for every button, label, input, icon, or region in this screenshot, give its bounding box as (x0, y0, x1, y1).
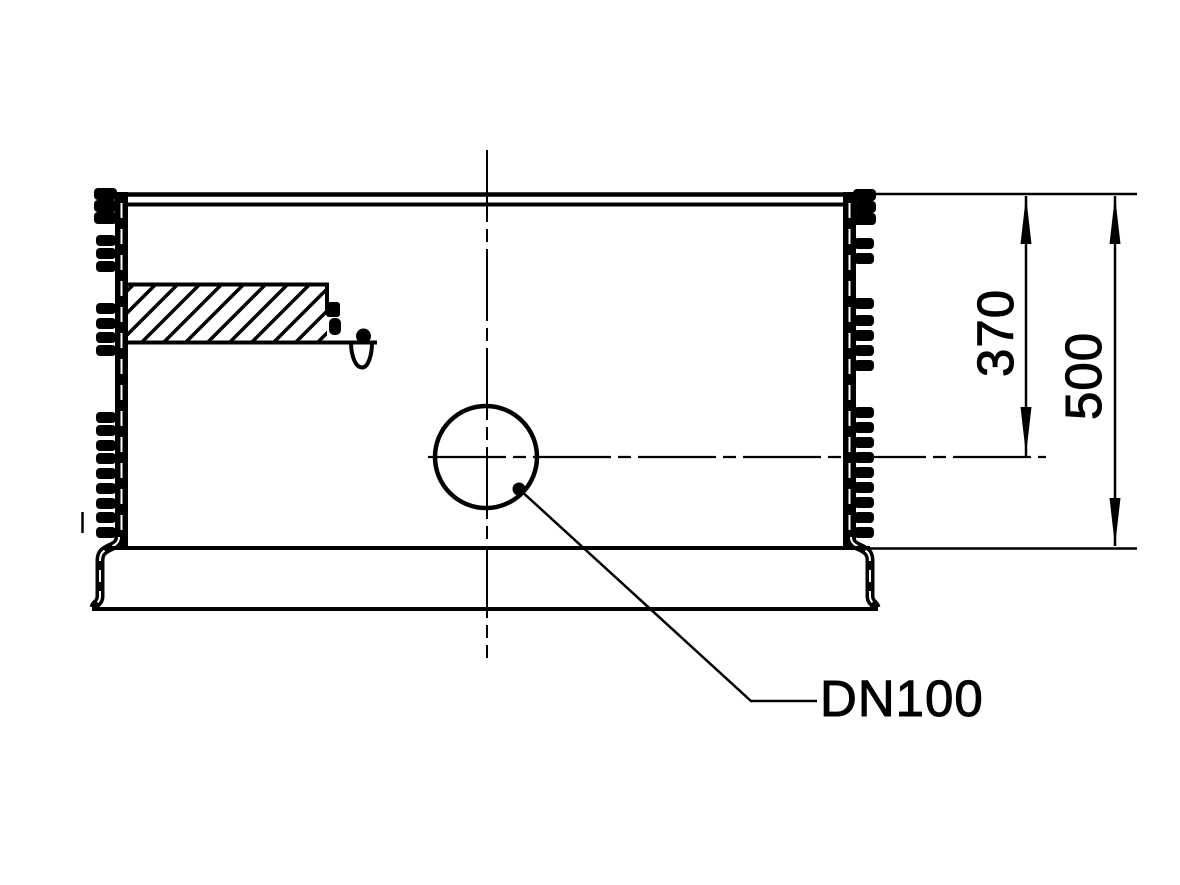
arrowhead-up (1020, 196, 1032, 244)
seal-step-block (329, 318, 341, 335)
arrowhead-up (1109, 196, 1121, 244)
dimension-370 (856, 192, 1137, 456)
lip-seal-detail (326, 302, 374, 370)
dn100-opening-circle (432, 403, 540, 511)
seal-step-block (326, 302, 340, 317)
corrugation-rib (853, 201, 876, 213)
corrugation-rib (96, 412, 116, 423)
left-corrugated-wall (94, 188, 128, 548)
corrugation-rib (94, 212, 117, 224)
leader-line (518, 488, 817, 703)
corrugation-rib (854, 467, 874, 478)
corrugation-rib (94, 188, 117, 200)
dn100-label: DN100 (820, 670, 984, 727)
corrugation-rib (854, 482, 874, 493)
arrowhead-down (1020, 407, 1032, 455)
dim-label-500: 500 (1055, 332, 1112, 420)
corrugation-rib (96, 345, 116, 356)
corrugation-rib (96, 498, 116, 509)
corrugation-rib (854, 298, 874, 309)
top-rim (115, 192, 856, 207)
dim-label-370: 370 (967, 289, 1024, 377)
corrugation-rib (854, 422, 874, 433)
corrugation-rib (96, 235, 116, 246)
arrowhead-down (1109, 498, 1121, 546)
corrugation-rib (96, 303, 116, 314)
corrugation-rib (854, 437, 874, 448)
corrugation-rib (854, 330, 874, 341)
corrugation-rib (96, 248, 116, 259)
right-wall-ribs (853, 189, 876, 538)
dn100-leader (512, 482, 817, 703)
left-wall-ribs (94, 188, 117, 538)
corrugation-rib (94, 200, 117, 212)
corrugation-rib (854, 497, 874, 508)
corrugation-rib (854, 345, 874, 356)
corrugation-rib (853, 213, 876, 225)
right-skirt-gap-line (850, 536, 877, 608)
corrugation-rib (96, 527, 116, 538)
corrugation-rib (96, 440, 116, 451)
left-skirt-gap-line (93, 536, 120, 608)
corrugation-rib (96, 318, 116, 329)
corrugation-rib (96, 425, 116, 436)
corrugation-rib (96, 332, 116, 343)
corrugation-rib (96, 483, 116, 494)
corrugation-rib (96, 512, 116, 523)
seal-lip-loop (349, 341, 374, 370)
seal-bead (356, 328, 371, 344)
corrugation-rib (854, 360, 874, 371)
inlet-stub-section (118, 282, 377, 370)
corrugation-rib (96, 468, 116, 479)
corrugation-rib (854, 238, 874, 249)
corrugation-rib (854, 315, 874, 326)
corrugation-rib (854, 512, 874, 523)
corrugation-rib (854, 253, 874, 264)
corrugation-rib (854, 527, 874, 538)
dimension-500 (870, 196, 1137, 550)
inlet-hatch-fill (118, 286, 327, 341)
corrugation-rib (96, 261, 116, 272)
corrugation-rib (96, 453, 116, 464)
corrugation-rib (854, 407, 874, 418)
